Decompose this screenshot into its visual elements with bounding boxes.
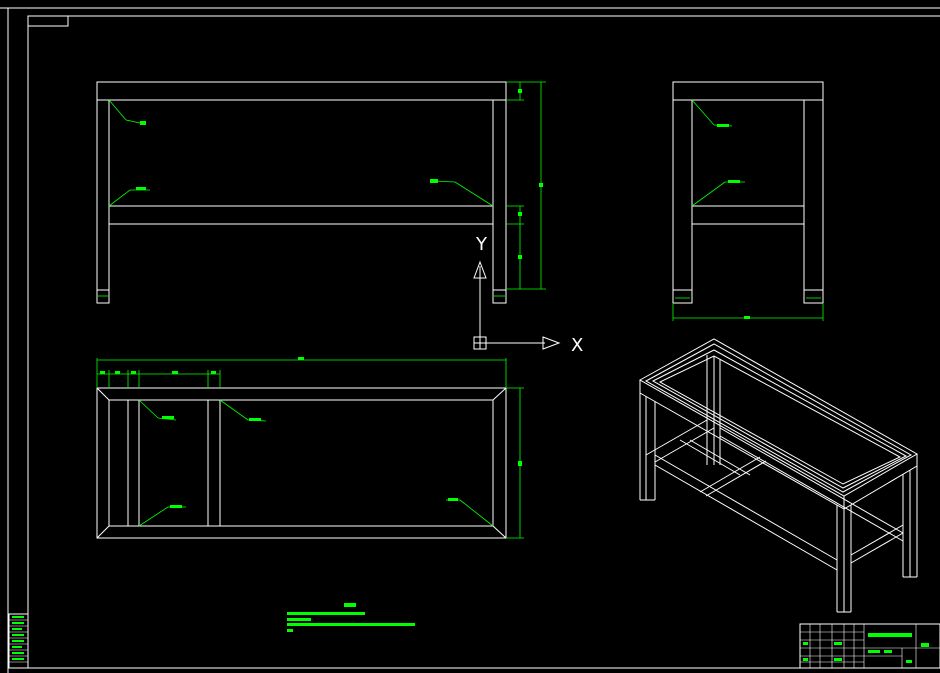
side-view [672, 81, 824, 304]
side-view-dimension-text [717, 124, 750, 319]
top-view-dimension-text [100, 357, 522, 508]
ucs-x-label: X [571, 335, 583, 356]
front-view [96, 81, 507, 304]
title-block [799, 623, 940, 669]
ucs-y-label: Y [475, 234, 488, 255]
isometric-view [638, 338, 919, 613]
top-view [96, 387, 507, 539]
front-view-dimension-text [136, 89, 543, 259]
revision-strip [8, 613, 29, 669]
drawing-frame [0, 7, 940, 673]
ucs-icon: Y X [473, 234, 583, 356]
technical-notes [287, 603, 415, 632]
